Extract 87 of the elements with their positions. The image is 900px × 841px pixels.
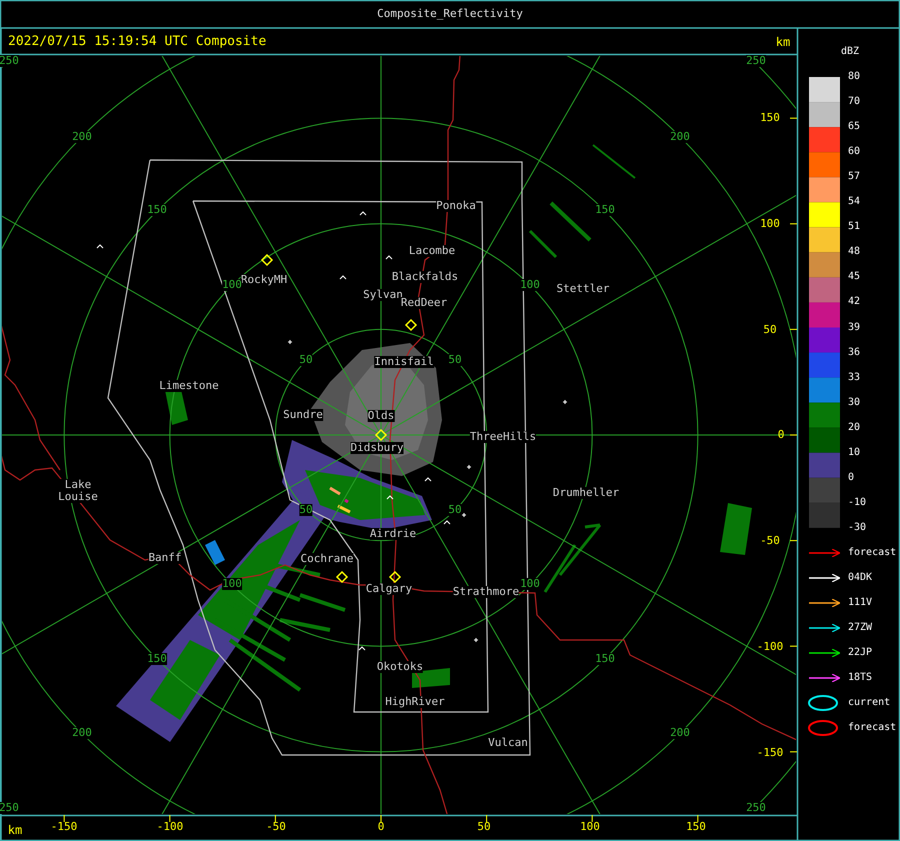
- place-label: Sundre: [283, 409, 323, 421]
- legend-label: 54: [848, 196, 860, 208]
- colorbar-tick-label: -30: [848, 522, 866, 534]
- legend-label: -10: [848, 496, 866, 509]
- axis-tick-label: -100: [156, 821, 184, 833]
- axis-tick-label: 100: [760, 218, 780, 230]
- range-ring-label: 150: [595, 204, 615, 216]
- legend-label: forecast: [848, 547, 896, 559]
- timestamp-label: 2022/07/15 15:19:54 UTC Composite: [8, 36, 266, 48]
- legend-label: forecast: [848, 722, 896, 734]
- range-ring-label: 100: [520, 279, 540, 291]
- legend-label: 18TS: [848, 672, 872, 684]
- legend-label: current: [848, 697, 890, 709]
- axis-tick-label: 50: [763, 324, 777, 336]
- legend-label: 27ZW: [848, 622, 872, 634]
- place-label: Blackfalds: [392, 271, 458, 283]
- place-label: Banff: [148, 552, 182, 564]
- legend-label: 20: [848, 422, 860, 434]
- legend-label: 45: [848, 271, 860, 284]
- legend-label: 70: [848, 96, 860, 108]
- place-label: Ponoka: [436, 200, 476, 212]
- legend-label: 04DK: [848, 572, 872, 584]
- place-label: Innisfail: [374, 356, 434, 368]
- range-ring-label: 50: [299, 504, 313, 516]
- legend-label: 111V: [848, 597, 872, 609]
- range-ring-label: 100: [520, 578, 540, 590]
- place-label: Olds: [368, 410, 394, 422]
- place-label: Airdrie: [370, 528, 416, 540]
- range-ring-label: 100: [222, 279, 242, 291]
- range-ring-label: 250: [0, 55, 19, 67]
- place-label: Sylvan: [363, 289, 403, 301]
- range-ring-label: 50: [448, 354, 462, 366]
- place-label: RockyMH: [240, 274, 288, 286]
- legend-label: 10: [848, 446, 860, 459]
- legend-label: 51: [848, 221, 860, 234]
- place-label: RedDeer: [400, 297, 448, 309]
- legend-label: 42: [848, 296, 860, 308]
- axis-tick-label: -150: [50, 821, 78, 833]
- range-ring-label: 250: [746, 802, 766, 814]
- range-ring-label: 200: [670, 727, 690, 739]
- legend-label: 60: [848, 146, 860, 158]
- axis-tick-label: -50: [266, 821, 286, 833]
- range-ring-label: 150: [147, 204, 167, 216]
- place-label: Drumheller: [552, 487, 620, 499]
- axis-tick-label: -50: [760, 535, 780, 547]
- chart-title: Composite_Reflectivity: [377, 8, 523, 20]
- range-ring-label: 200: [72, 131, 92, 143]
- legend-label: 57: [848, 171, 860, 184]
- place-label: HighRiver: [385, 696, 445, 708]
- place-label: Lacombe: [408, 245, 456, 257]
- place-label: Okotoks: [376, 661, 424, 673]
- axis-tick-label: 50: [477, 821, 491, 833]
- legend-label: 0: [848, 472, 854, 484]
- place-label: Strathmore: [452, 586, 520, 598]
- legend-label: 48: [848, 246, 860, 258]
- range-ring-label: 150: [147, 653, 167, 665]
- range-ring-label: 50: [448, 504, 462, 516]
- range-ring-label: 100: [222, 578, 242, 590]
- unit-label: km: [8, 824, 22, 836]
- axis-tick-label: 150: [686, 821, 706, 833]
- legend-label: 80: [848, 71, 860, 83]
- legend-label: 65: [848, 121, 860, 134]
- legend-label: 33: [848, 372, 860, 384]
- axis-tick-label: 100: [580, 821, 600, 833]
- range-ring-label: 50: [299, 354, 313, 366]
- range-ring-label: 200: [72, 727, 92, 739]
- place-label: Cochrane: [300, 553, 354, 565]
- place-label: Stettler: [556, 283, 610, 295]
- legend-label: 22JP: [848, 647, 872, 659]
- range-ring-label: 250: [0, 802, 19, 814]
- place-label: Didsbury: [350, 442, 404, 454]
- legend-label: 30: [848, 396, 860, 409]
- range-ring-label: 200: [670, 131, 690, 143]
- place-label: Limestone: [159, 380, 219, 392]
- range-ring-label: 150: [595, 653, 615, 665]
- axis-tick-label: -150: [756, 747, 784, 759]
- range-ring-label: 250: [746, 55, 766, 67]
- legend-title: dBZ: [840, 46, 860, 58]
- legend-label: 36: [848, 346, 860, 359]
- axis-tick-label: -100: [756, 641, 784, 653]
- place-label: Calgary: [366, 583, 412, 595]
- axis-tick-label: 150: [760, 112, 780, 124]
- place-label: Vulcan: [488, 737, 528, 749]
- place-label: ThreeHills: [470, 431, 536, 443]
- axis-tick-label: 0: [378, 821, 384, 833]
- legend-label: 39: [848, 322, 860, 334]
- unit-label: km: [776, 36, 790, 48]
